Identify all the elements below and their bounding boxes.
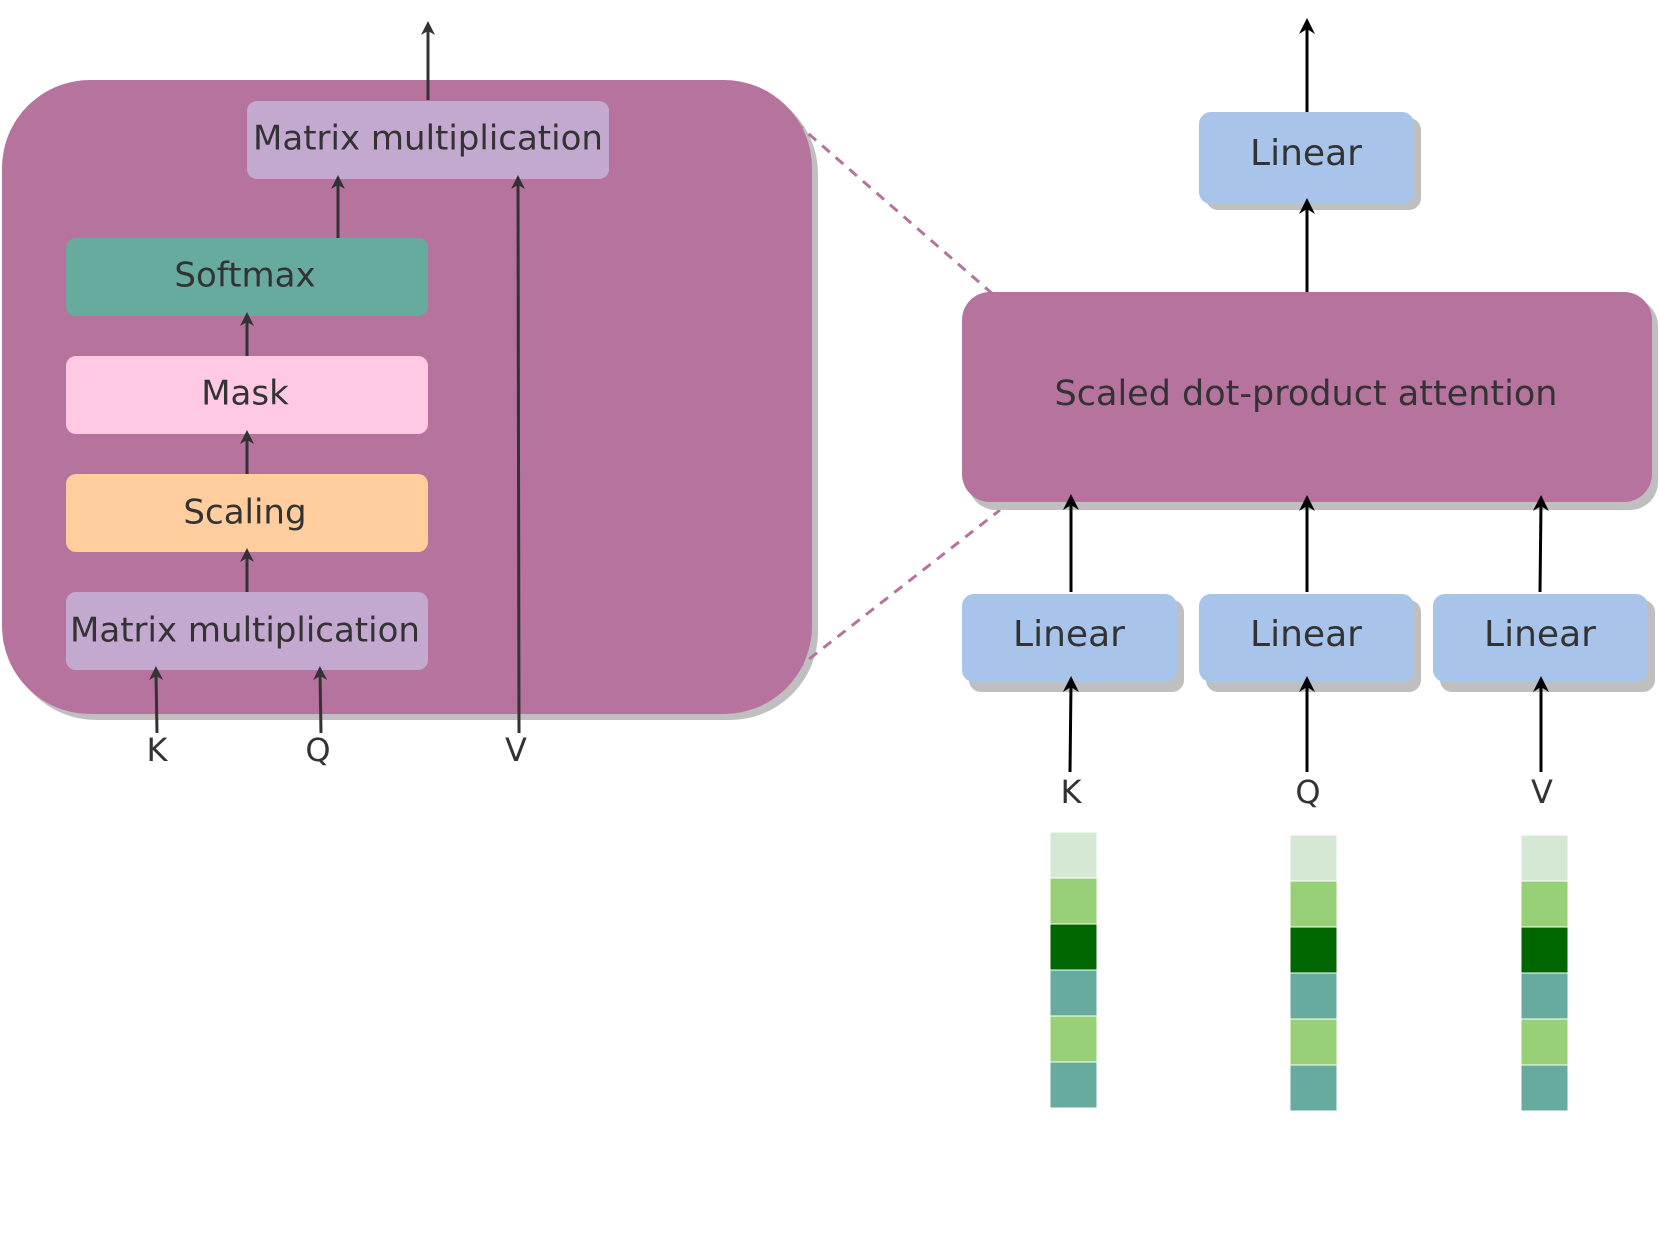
matmul-bottom-box xyxy=(66,592,428,670)
vector-v-cell xyxy=(1520,1018,1569,1066)
attention-box xyxy=(962,292,1652,502)
zoom-connector-bottom xyxy=(794,508,1001,672)
vector-v-cell xyxy=(1520,926,1569,974)
vector-k-cell xyxy=(1049,969,1098,1017)
detail-k-arrow xyxy=(149,666,164,734)
mask-label: Mask xyxy=(201,374,289,414)
matmul-top-label: Matrix multiplication xyxy=(253,119,603,159)
linear-k-label: Linear xyxy=(1013,614,1125,655)
vector-q-cell xyxy=(1289,834,1338,882)
scaling-box xyxy=(66,474,428,552)
softmax-label: Softmax xyxy=(174,256,315,296)
linear-v-box xyxy=(1433,594,1648,682)
matmul-bottom-label: Matrix multiplication xyxy=(70,611,420,651)
vector-v-cell xyxy=(1520,880,1569,928)
linear-q-label: Linear xyxy=(1250,614,1362,655)
vector-q xyxy=(1289,834,1338,1112)
detail-panel: Matrix multiplication Softmax Mask Scali… xyxy=(2,21,818,769)
vector-k-cell xyxy=(1049,1015,1098,1063)
overview-input-k: K xyxy=(1061,773,1083,811)
linear-output-label: Linear xyxy=(1250,133,1362,174)
vector-q-cell xyxy=(1289,972,1338,1020)
vector-v-cell xyxy=(1520,1064,1569,1112)
vector-v-cell xyxy=(1520,972,1569,1020)
scaling-label: Scaling xyxy=(183,493,306,533)
matmul-top-box xyxy=(247,101,609,179)
attention-label: Scaled dot-product attention xyxy=(1055,374,1558,414)
detail-v-arrow xyxy=(511,175,526,734)
detail-q-arrow xyxy=(313,666,328,734)
overview-input-v: V xyxy=(1531,773,1553,811)
linear-v-to-attention-arrow xyxy=(1532,495,1549,593)
linear-v-label: Linear xyxy=(1484,614,1596,655)
softmax-box xyxy=(66,238,428,316)
linear-k-box xyxy=(962,594,1177,682)
vector-q-cell xyxy=(1289,880,1338,928)
vector-k-cell xyxy=(1049,1061,1098,1109)
vector-k-cell xyxy=(1049,831,1098,879)
mask-box xyxy=(66,356,428,434)
overview-panel: Linear Scaled dot-product attention Line… xyxy=(962,18,1658,1112)
zoom-connector-top xyxy=(794,120,996,298)
linear-q-box xyxy=(1199,594,1414,682)
vector-v xyxy=(1520,834,1569,1112)
overview-input-q: Q xyxy=(1295,773,1320,811)
vector-k-cell xyxy=(1049,923,1098,971)
linear-output-box xyxy=(1199,112,1414,204)
vector-q-cell xyxy=(1289,1018,1338,1066)
vector-k-cell xyxy=(1049,877,1098,925)
vector-q-cell xyxy=(1289,926,1338,974)
vector-v-cell xyxy=(1520,834,1569,882)
detail-input-q: Q xyxy=(305,731,330,769)
detail-input-v: V xyxy=(505,731,527,769)
vector-k xyxy=(1049,831,1098,1109)
vector-q-cell xyxy=(1289,1064,1338,1112)
detail-input-k: K xyxy=(147,731,169,769)
overview-k-arrow xyxy=(1062,676,1079,773)
